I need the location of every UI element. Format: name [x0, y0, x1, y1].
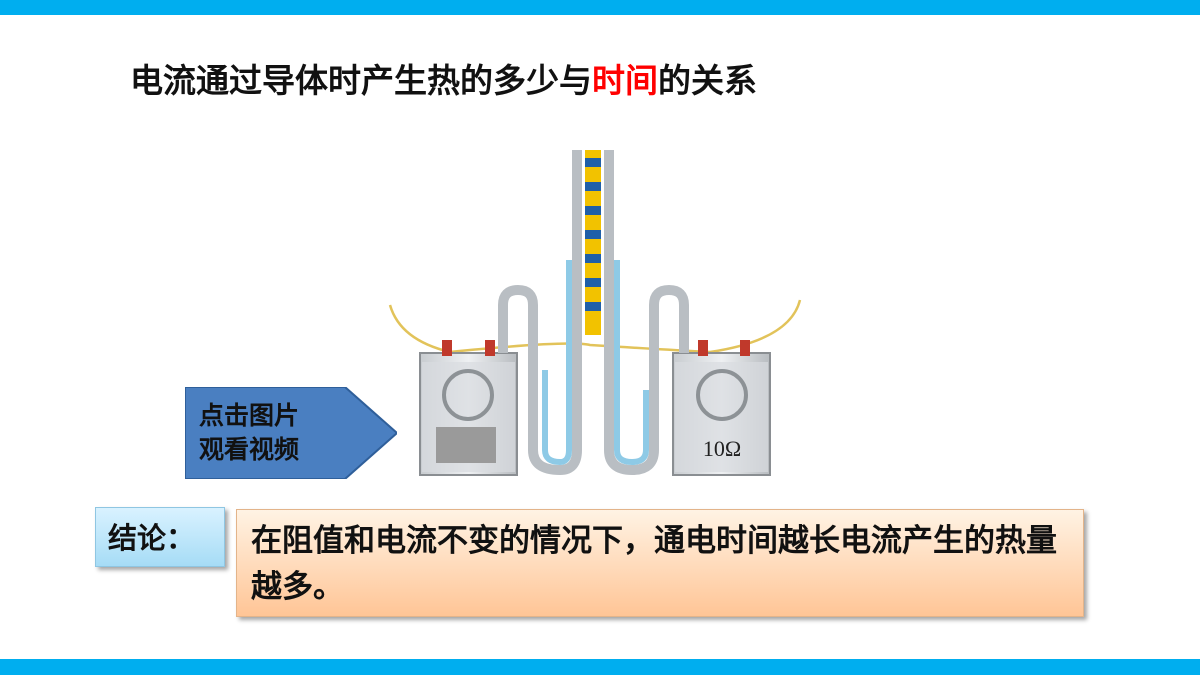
watch-video-button[interactable]: 点击图片 观看视频 [185, 387, 397, 479]
title-text-end: 的关系 [658, 61, 757, 100]
title-highlight: 时间 [592, 61, 658, 100]
bottom-accent-bar [0, 659, 1200, 675]
title-text-start: 电流通过导体时产生热的多少与 [130, 61, 592, 100]
watch-video-line-2: 观看视频 [199, 435, 300, 464]
watch-video-label: 点击图片 观看视频 [199, 399, 299, 467]
resistor-value: 10Ω [703, 436, 741, 461]
arrow-shape-icon [185, 387, 397, 479]
top-accent-bar [0, 0, 1200, 15]
page-title: 电流通过导体时产生热的多少与时间的关系 [130, 56, 757, 106]
experiment-apparatus-image[interactable]: 10Ω [370, 140, 810, 485]
conclusion-text: 在阻值和电流不变的情况下，通电时间越长电流产生的热量越多。 [236, 509, 1084, 617]
watch-video-line-1: 点击图片 [199, 401, 300, 430]
conclusion-label: 结论： [95, 507, 225, 567]
